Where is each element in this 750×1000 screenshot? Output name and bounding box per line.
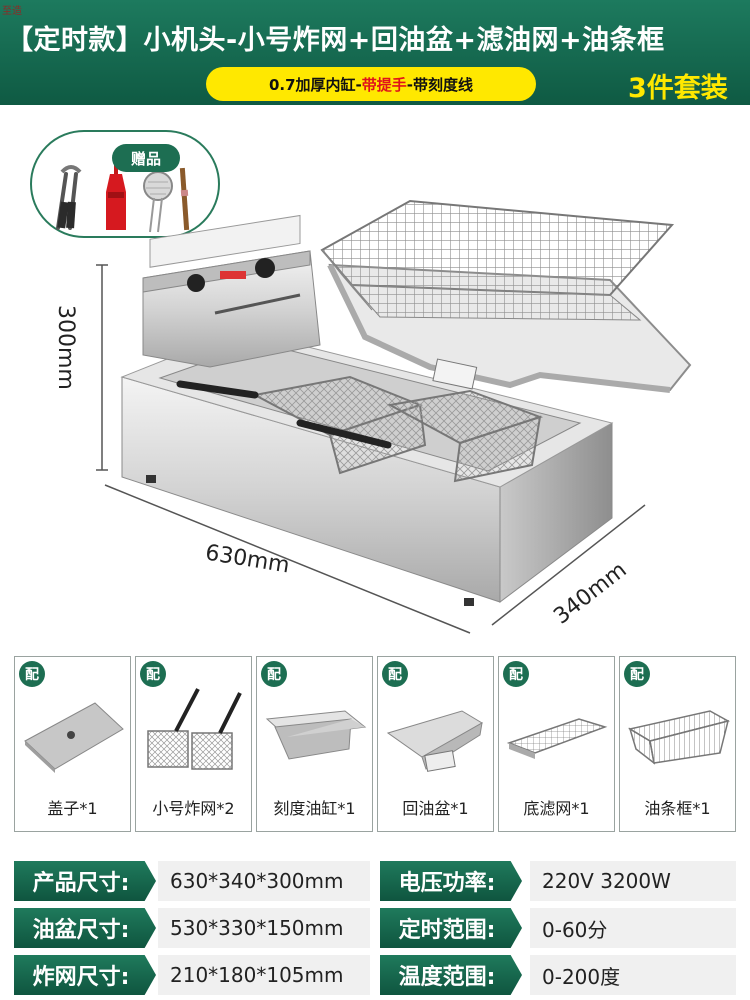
spec-label-product-size: 产品尺寸: [14,861,156,901]
accessory-label: 底滤网*1 [523,799,590,818]
feature-text-1: 0.7加厚内缸- [268,75,362,94]
depth-dimension-line [491,504,646,626]
accessory-badge: 配 [19,661,45,687]
accessory-label: 刻度油缸*1 [273,799,356,818]
fryer-illustration [96,199,692,634]
accessory-card-oil-return-tray: 配 回油盆*1 [377,656,494,832]
spec-label-basket-size: 炸网尺寸: [14,955,156,995]
spec-label-tank-size: 油盆尺寸: [14,908,156,948]
oil-tank-icon [265,710,367,760]
bottom-filter-icon [506,718,608,759]
feature-text-3: -带刻度线 [406,75,474,94]
feature-text-handle: 带提手 [361,75,407,94]
spec-value-timer-range: 0-60分 [530,908,736,948]
tongs-icon [56,165,82,230]
spec-value-temp-range: 0-200度 [530,955,736,995]
wire-rack [320,199,675,321]
fry-basket-icon [147,688,242,770]
accessory-badge: 配 [503,661,529,687]
header-banner: 至造 【定时款】小机头-小号炸网+回油盆+滤油网+油条框 0.7加厚内缸- 带提… [0,0,750,105]
set-count-badge: 3件套装 [628,73,728,104]
accessory-badge: 配 [624,661,650,687]
accessory-label: 盖子*1 [47,799,98,818]
accessory-card-oil-tank: 配 刻度油缸*1 [256,656,373,832]
accessory-label: 小号炸网*2 [152,799,235,818]
spec-value-power: 220V 3200W [530,861,736,901]
accessory-card-lid: 配 盖子*1 [14,656,131,832]
strainer-icon [143,171,173,233]
spec-label-temp-range: 温度范围: [380,955,522,995]
gift-box: 赠品 [30,130,220,238]
spec-value-product-size: 630*340*300mm [158,861,370,901]
accessory-label: 油条框*1 [644,799,711,818]
control-head [142,214,321,368]
fry-baskets [176,375,544,483]
accessory-card-fry-basket: 配 小号炸网*2 [135,656,252,832]
feature-pill: 0.7加厚内缸- 带提手 -带刻度线 [206,67,536,101]
spec-label-power: 电压功率: [380,861,522,901]
watermark: 至造 [2,6,22,17]
height-dimension-line [96,264,108,471]
height-label: 300mm [53,305,78,390]
spec-value-tank-size: 530*330*150mm [158,908,370,948]
accessory-card-bottom-filter: 配 底滤网*1 [498,656,615,832]
width-dimension-line [104,484,471,634]
wire-rack-icon [628,710,731,765]
accessories-row: 配 盖子*1 配 小号炸网*2 配 刻度油缸*1 配 [14,656,736,832]
accessory-badge: 配 [140,661,166,687]
sauce-bottle-icon [106,164,126,230]
accessory-label: 回油盆*1 [402,799,469,818]
accessory-badge: 配 [382,661,408,687]
spec-value-basket-size: 210*180*105mm [158,955,370,995]
spec-table: 产品尺寸: 630*340*300mm 电压功率: 220V 3200W 油盆尺… [0,855,750,1000]
gift-tag: 赠品 [112,144,180,172]
accessory-card-wire-rack: 配 油条框*1 [619,656,736,832]
skewer-icon [179,167,190,231]
product-hero: 赠品 [0,105,750,650]
oil-return-tray-icon [386,710,483,772]
spec-label-timer-range: 定时范围: [380,908,522,948]
accessory-badge: 配 [261,661,287,687]
page-title: 【定时款】小机头-小号炸网+回油盆+滤油网+油条框 [6,25,665,56]
lid-icon [24,702,124,773]
